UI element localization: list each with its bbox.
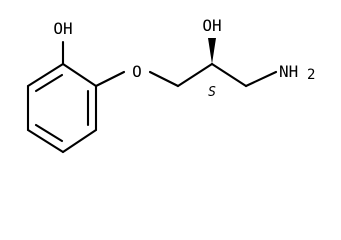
ether-ch2-bond: [148, 70, 180, 88]
chiral-ch2-bond: [210, 62, 248, 88]
amine-subscript: 2: [307, 67, 315, 83]
ether-oxygen-label: O: [132, 62, 142, 81]
amine-label: NH: [279, 62, 298, 81]
ch2-chiral-bond: [176, 62, 214, 88]
ring-bond-1: [61, 62, 98, 88]
benzene-ring: [26, 62, 98, 154]
ring-bond-3: [61, 128, 98, 154]
chain-oh-label: OH: [202, 16, 221, 35]
molecule-structure: OH O OH S NH 2: [26, 16, 315, 154]
aryl-ether-bond: [94, 70, 126, 88]
stereo-wedge-bond: [208, 38, 216, 64]
ring-bond-6: [26, 62, 65, 88]
ch2-amine-bond: [244, 70, 278, 88]
ring-double-bond-inner-1: [34, 73, 64, 93]
stereo-descriptor: S: [208, 85, 216, 100]
ring-bond-4: [26, 128, 65, 154]
phenol-oh-label: OH: [53, 19, 72, 38]
ring-double-bond-inner-3: [34, 123, 64, 143]
